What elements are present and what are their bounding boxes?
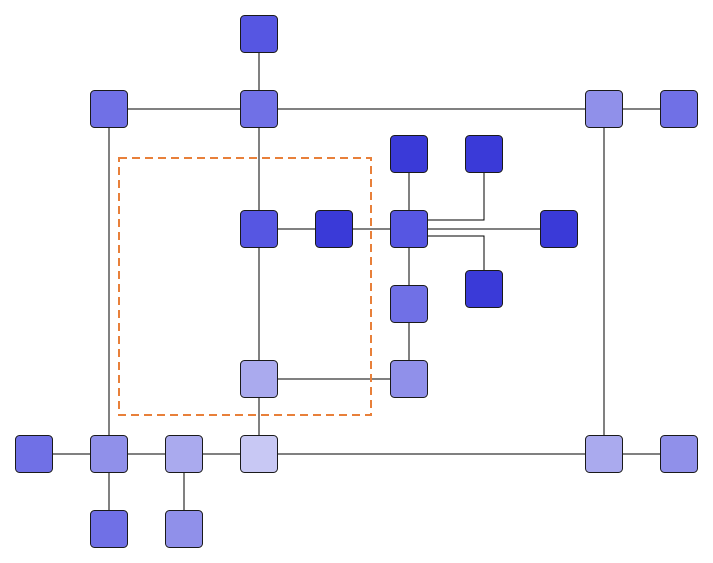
node-n9[interactable]: [315, 210, 353, 248]
selection-box: [118, 157, 372, 416]
node-n6[interactable]: [390, 135, 428, 173]
edges-layer: [34, 34, 679, 529]
node-box[interactable]: [90, 435, 128, 473]
node-n10[interactable]: [390, 210, 428, 248]
node-box[interactable]: [240, 360, 278, 398]
node-n16[interactable]: [15, 435, 53, 473]
node-n4[interactable]: [585, 90, 623, 128]
node-box[interactable]: [660, 435, 698, 473]
node-box[interactable]: [240, 435, 278, 473]
node-n15[interactable]: [390, 360, 428, 398]
node-box[interactable]: [390, 210, 428, 248]
node-box[interactable]: [165, 435, 203, 473]
node-box[interactable]: [390, 360, 428, 398]
node-box[interactable]: [540, 210, 578, 248]
node-n22[interactable]: [90, 510, 128, 548]
node-n1[interactable]: [240, 15, 278, 53]
node-n12[interactable]: [465, 270, 503, 308]
node-n19[interactable]: [240, 435, 278, 473]
node-n13[interactable]: [390, 285, 428, 323]
nodes-layer: [15, 15, 698, 548]
node-n2[interactable]: [90, 90, 128, 128]
node-box[interactable]: [165, 510, 203, 548]
node-n17[interactable]: [90, 435, 128, 473]
node-n11[interactable]: [540, 210, 578, 248]
node-box[interactable]: [585, 90, 623, 128]
node-box[interactable]: [465, 135, 503, 173]
node-n3[interactable]: [240, 90, 278, 128]
node-box[interactable]: [240, 15, 278, 53]
node-box[interactable]: [660, 90, 698, 128]
node-box[interactable]: [90, 90, 128, 128]
node-n5[interactable]: [660, 90, 698, 128]
node-box[interactable]: [315, 210, 353, 248]
node-box[interactable]: [240, 210, 278, 248]
node-box[interactable]: [465, 270, 503, 308]
node-n20[interactable]: [585, 435, 623, 473]
node-n18[interactable]: [165, 435, 203, 473]
node-box[interactable]: [240, 90, 278, 128]
node-box[interactable]: [585, 435, 623, 473]
node-n7[interactable]: [465, 135, 503, 173]
node-n23[interactable]: [165, 510, 203, 548]
node-n21[interactable]: [660, 435, 698, 473]
node-box[interactable]: [390, 135, 428, 173]
node-n8[interactable]: [240, 210, 278, 248]
node-box[interactable]: [90, 510, 128, 548]
node-box[interactable]: [15, 435, 53, 473]
node-n14[interactable]: [240, 360, 278, 398]
edge-n7-n10: [409, 154, 485, 221]
node-box[interactable]: [390, 285, 428, 323]
